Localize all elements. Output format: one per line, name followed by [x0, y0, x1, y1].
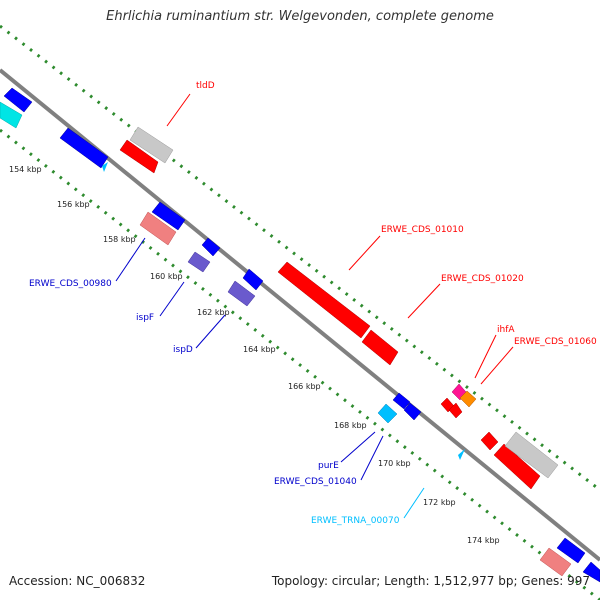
- gene-label-ihfA[interactable]: ihfA: [497, 325, 515, 335]
- tick-label: 168 kbp: [334, 421, 367, 430]
- feature-blue-4[interactable]: [242, 268, 264, 291]
- leader-purE: [340, 431, 376, 463]
- gene-label-ispD[interactable]: ispD: [173, 345, 193, 355]
- leader-ihfA: [474, 334, 497, 379]
- feature-erwe-cds-01010[interactable]: [277, 261, 371, 339]
- feature-rna-small-1[interactable]: [102, 162, 108, 172]
- feature-blue-1[interactable]: [3, 87, 33, 113]
- feature-erwe-cds-01040[interactable]: [377, 403, 398, 424]
- feature-grey-2[interactable]: [504, 431, 559, 479]
- gene-label-ispF[interactable]: ispF: [136, 313, 154, 323]
- tick-label: 156 kbp: [57, 200, 90, 209]
- gene-label-erwe-trna-00070[interactable]: ERWE_TRNA_00070: [311, 516, 400, 526]
- feature-pseudo-2[interactable]: [539, 547, 572, 577]
- gc-track-outer: [0, 24, 600, 492]
- accession-text: Accession: NC_006832: [9, 574, 146, 588]
- leader-ispF: [159, 281, 185, 317]
- feature-red-small-3[interactable]: [480, 431, 499, 451]
- feature-blue-5[interactable]: [392, 392, 411, 410]
- tick-label: 172 kbp: [423, 498, 456, 507]
- gene-label-erwe-cds-01040[interactable]: ERWE_CDS_01040: [274, 477, 357, 487]
- gc-track-inner: [0, 128, 600, 600]
- gene-label-erwe-cds-01020[interactable]: ERWE_CDS_01020: [441, 274, 524, 284]
- feature-blue-3[interactable]: [151, 201, 186, 231]
- feature-ispF[interactable]: [187, 251, 211, 273]
- leader-erwe-cds-01060: [480, 346, 514, 385]
- reverse-features: [0, 87, 600, 583]
- feature-erwe-cds-01060[interactable]: [459, 390, 477, 408]
- tick-label: 174 kbp: [467, 536, 500, 545]
- tick-label: 160 kbp: [150, 272, 183, 281]
- feature-erwe-cds-01020[interactable]: [361, 329, 399, 366]
- gene-label-erwe-cds-00980[interactable]: ERWE_CDS_00980: [29, 279, 112, 289]
- leader-erwe-cds-01010: [348, 235, 381, 271]
- map-title: Ehrlichia ruminantium str. Welgevonden, …: [106, 9, 494, 24]
- genome-summary-text: Topology: circular; Length: 1,512,977 bp…: [271, 574, 590, 588]
- tick-label: 158 kbp: [103, 235, 136, 244]
- feature-red-long[interactable]: [493, 443, 541, 490]
- feature-cyan-edge[interactable]: [0, 101, 23, 129]
- tick-label: 166 kbp: [288, 382, 321, 391]
- leader-erwe-cds-01040: [360, 435, 384, 481]
- gene-labels: tldD ERWE_CDS_01010 ERWE_CDS_01020 ihfA …: [29, 81, 597, 526]
- feature-blue-6[interactable]: [556, 537, 586, 564]
- feature-blue-2[interactable]: [59, 127, 109, 169]
- leader-ispD: [195, 314, 226, 349]
- feature-blue-7[interactable]: [582, 561, 600, 583]
- feature-tldD[interactable]: [119, 139, 159, 174]
- feature-pseudo-1[interactable]: [139, 211, 177, 246]
- leader-erwe-trna-00070: [403, 487, 425, 519]
- label-leaders: [115, 93, 514, 519]
- gene-label-erwe-cds-01010[interactable]: ERWE_CDS_01010: [381, 225, 464, 235]
- forward-features: [119, 126, 559, 490]
- feature-erwe-cds-00980[interactable]: [201, 237, 221, 257]
- feature-red-small-2[interactable]: [448, 402, 463, 419]
- tick-label: 162 kbp: [197, 308, 230, 317]
- leader-erwe-cds-00980: [115, 237, 146, 282]
- tick-label: 170 kbp: [378, 459, 411, 468]
- feature-grey-1[interactable]: [129, 126, 174, 164]
- feature-ispD[interactable]: [227, 280, 256, 307]
- gene-label-purE[interactable]: purE: [318, 461, 339, 471]
- leader-erwe-cds-01020: [407, 283, 441, 319]
- gene-label-tldD[interactable]: tldD: [196, 81, 215, 91]
- tick-label: 154 kbp: [9, 165, 42, 174]
- gene-label-erwe-cds-01060[interactable]: ERWE_CDS_01060: [514, 337, 597, 347]
- feature-purE[interactable]: [403, 402, 422, 421]
- leader-tldD: [166, 93, 191, 127]
- feature-erwe-trna-00070[interactable]: [458, 449, 465, 460]
- tick-label: 164 kbp: [243, 345, 276, 354]
- tick-labels: 154 kbp 156 kbp 158 kbp 160 kbp 162 kbp …: [9, 165, 500, 545]
